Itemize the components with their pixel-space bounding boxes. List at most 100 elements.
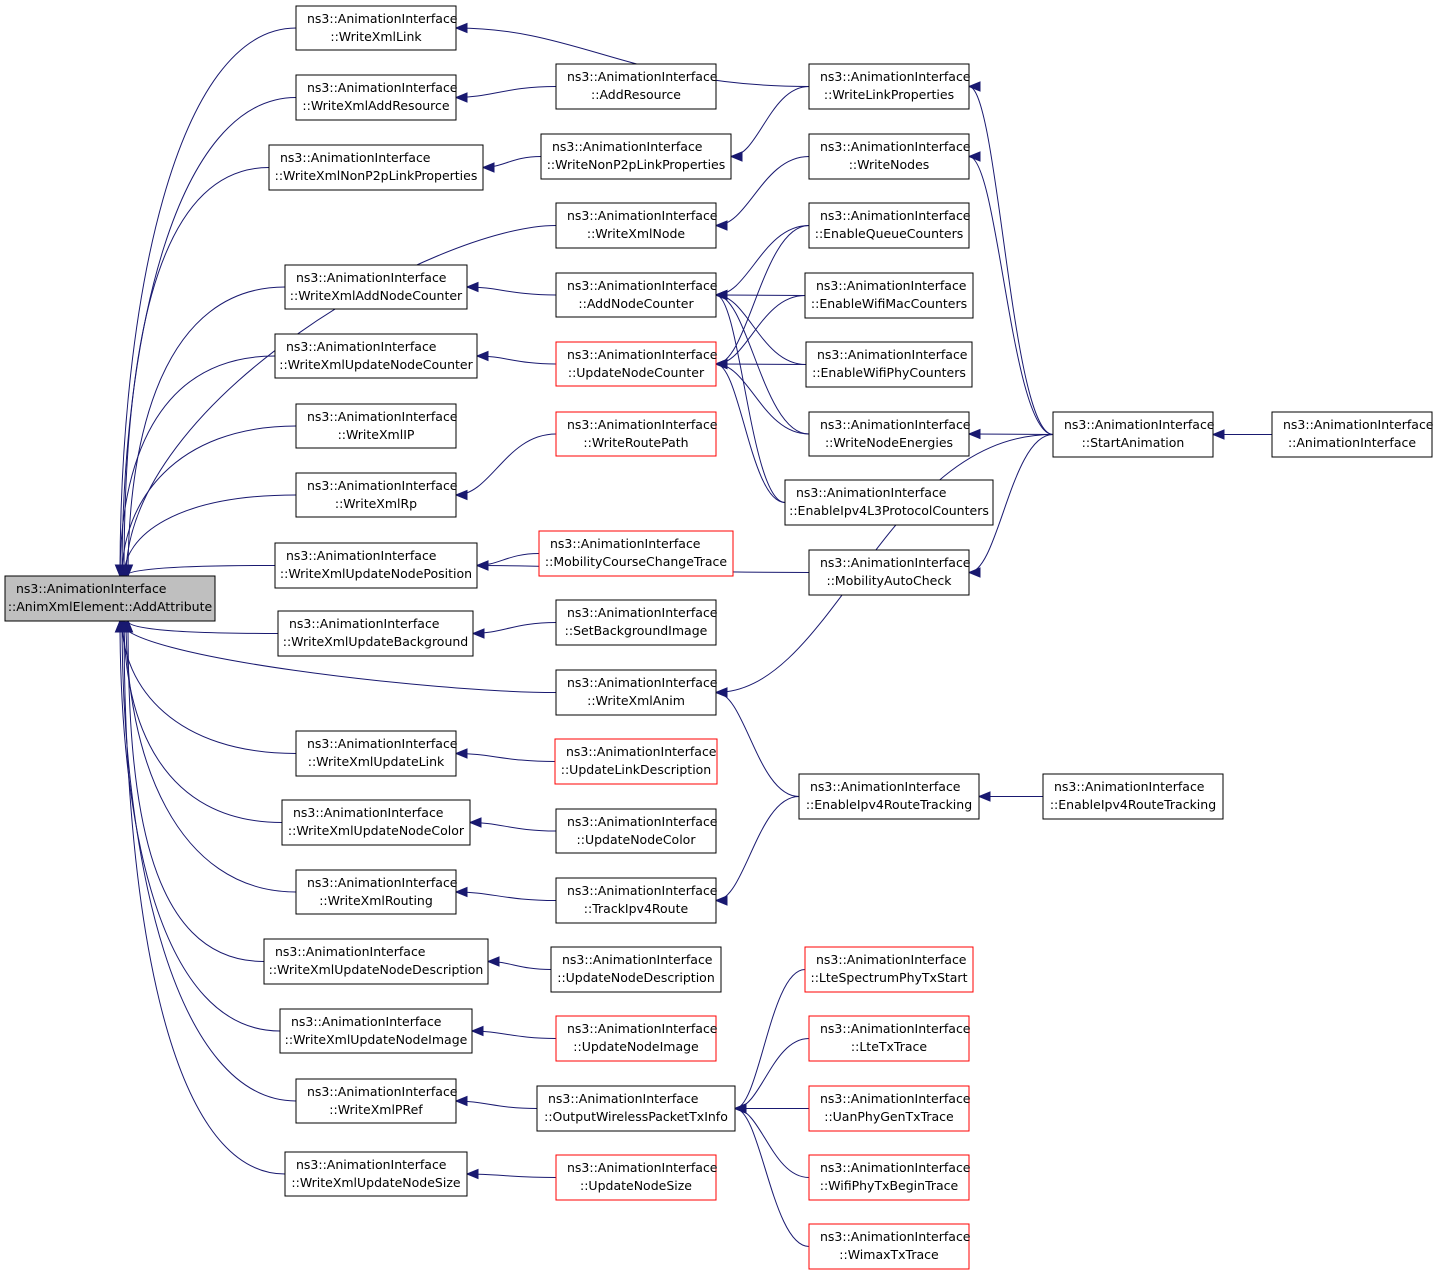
node-box-wx_addres[interactable] [295, 74, 457, 121]
node-box-uanphy[interactable] [808, 1085, 970, 1132]
node-enableipv4l3[interactable]: ns3::AnimationInterface::EnableIpv4L3Pro… [784, 479, 994, 526]
node-box-updatenodecounter[interactable] [555, 341, 717, 387]
node-wx_nonp2p[interactable]: ns3::AnimationInterface::WriteXmlNonP2pL… [268, 144, 484, 191]
node-box-updnodeimg[interactable] [555, 1015, 717, 1062]
node-wx_link[interactable]: ns3::AnimationInterface::WriteXmlLink [295, 5, 458, 51]
node-outputwireless[interactable]: ns3::AnimationInterface::OutputWirelessP… [536, 1085, 736, 1132]
node-box-wx_updnodecounter[interactable] [274, 333, 478, 379]
node-box-wx_updlink[interactable] [295, 730, 457, 777]
node-wifiphytx[interactable]: ns3::AnimationInterface::WifiPhyTxBeginT… [808, 1154, 971, 1201]
node-box-enablewifimac[interactable] [804, 272, 974, 319]
node-box-animinterface[interactable] [1271, 411, 1433, 458]
node-box-setbg[interactable] [555, 599, 717, 646]
node-box-writenodeenergies[interactable] [808, 411, 970, 457]
node-box-addnodecounter[interactable] [555, 272, 717, 318]
node-wx_updnodecounter[interactable]: ns3::AnimationInterface::WriteXmlUpdateN… [274, 333, 478, 379]
node-updatenodecounter[interactable]: ns3::AnimationInterface::UpdateNodeCount… [555, 341, 718, 387]
node-box-addattr[interactable] [4, 575, 216, 622]
node-wx_updbg[interactable]: ns3::AnimationInterface::WriteXmlUpdateB… [277, 610, 474, 657]
node-enablewifiphy[interactable]: ns3::AnimationInterface::EnableWifiPhyCo… [805, 341, 973, 388]
node-box-mobcourse[interactable] [538, 530, 734, 577]
node-box-wx_routing[interactable] [295, 869, 457, 915]
node-ltetx[interactable]: ns3::AnimationInterface::LteTxTrace [808, 1015, 971, 1062]
node-box-wx_link[interactable] [295, 5, 457, 51]
node-updlinkdesc[interactable]: ns3::AnimationInterface::UpdateLinkDescr… [554, 738, 718, 785]
node-box-updnodedesc[interactable] [550, 946, 722, 993]
node-writexmlnode[interactable]: ns3::AnimationInterface::WriteXmlNode [555, 202, 718, 249]
node-box-wx_pref[interactable] [295, 1078, 457, 1124]
node-box-trackipv4[interactable] [555, 877, 717, 924]
node-box-writeroutepath[interactable] [555, 411, 717, 457]
node-animinterface[interactable]: ns3::AnimationInterface::AnimationInterf… [1271, 411, 1434, 458]
node-updnodedesc[interactable]: ns3::AnimationInterface::UpdateNodeDescr… [550, 946, 722, 993]
node-writenodes[interactable]: ns3::AnimationInterface::WriteNodes [808, 133, 971, 180]
node-writeroutepath[interactable]: ns3::AnimationInterface::WriteRoutePath [555, 411, 718, 457]
node-box-ltespectrum[interactable] [804, 946, 974, 993]
node-box-wx_ip[interactable] [295, 403, 457, 449]
node-wx_updnodeimg[interactable]: ns3::AnimationInterface::WriteXmlUpdateN… [279, 1008, 473, 1054]
node-wimaxtx[interactable]: ns3::AnimationInterface::WimaxTxTrace [808, 1223, 971, 1270]
node-wx_ip[interactable]: ns3::AnimationInterface::WriteXmlIP [295, 403, 458, 449]
node-wx_updlink[interactable]: ns3::AnimationInterface::WriteXmlUpdateL… [295, 730, 458, 777]
node-box-ltetx[interactable] [808, 1015, 970, 1062]
node-wx_updnodedesc[interactable]: ns3::AnimationInterface::WriteXmlUpdateN… [263, 938, 489, 985]
node-enableipv4rt_mid[interactable]: ns3::AnimationInterface::EnableIpv4Route… [798, 773, 980, 820]
node-startanim[interactable]: ns3::AnimationInterface::StartAnimation [1052, 411, 1215, 458]
node-writenonp2p[interactable]: ns3::AnimationInterface::WriteNonP2pLink… [540, 133, 732, 180]
node-box-wx_rp[interactable] [295, 472, 457, 518]
node-box-wifiphytx[interactable] [808, 1154, 970, 1201]
node-ltespectrum[interactable]: ns3::AnimationInterface::LteSpectrumPhyT… [804, 946, 974, 993]
node-writenodeenergies[interactable]: ns3::AnimationInterface::WriteNodeEnergi… [808, 411, 971, 457]
node-addattr[interactable]: ns3::AnimationInterface::AnimXmlElement:… [4, 575, 216, 622]
node-enableipv4rt_right[interactable]: ns3::AnimationInterface::EnableIpv4Route… [1042, 773, 1224, 820]
node-addresource[interactable]: ns3::AnimationInterface::AddResource [555, 63, 718, 110]
node-uanphy[interactable]: ns3::AnimationInterface::UanPhyGenTxTrac… [808, 1085, 971, 1132]
node-box-writexmlanim[interactable] [555, 669, 717, 716]
node-box-addresource[interactable] [555, 63, 717, 110]
node-box-enableipv4rt_right[interactable] [1042, 773, 1224, 820]
node-box-enablequeue[interactable] [808, 202, 970, 249]
node-wx_updnodepos[interactable]: ns3::AnimationInterface::WriteXmlUpdateN… [274, 542, 478, 589]
node-wx_updnodesize[interactable]: ns3::AnimationInterface::WriteXmlUpdateN… [284, 1151, 468, 1197]
node-box-wx_updnodecolor[interactable] [281, 799, 471, 846]
node-mobautocheck[interactable]: ns3::AnimationInterface::MobilityAutoChe… [808, 549, 971, 596]
node-trackipv4[interactable]: ns3::AnimationInterface::TrackIpv4Route [555, 877, 718, 924]
node-wx_rp[interactable]: ns3::AnimationInterface::WriteXmlRp [295, 472, 458, 518]
node-writexmlanim[interactable]: ns3::AnimationInterface::WriteXmlAnim [555, 669, 718, 716]
node-writelinkprops[interactable]: ns3::AnimationInterface::WriteLinkProper… [808, 63, 971, 110]
node-box-wx_updbg[interactable] [277, 610, 474, 657]
node-updnodecolor[interactable]: ns3::AnimationInterface::UpdateNodeColor [555, 808, 718, 854]
node-box-wimaxtx[interactable] [808, 1223, 970, 1270]
node-mobcourse[interactable]: ns3::AnimationInterface::MobilityCourseC… [538, 530, 734, 577]
node-box-writenonp2p[interactable] [540, 133, 732, 180]
node-box-updnodesize[interactable] [555, 1154, 717, 1201]
node-box-writenodes[interactable] [808, 133, 970, 180]
node-box-writexmlnode[interactable] [555, 202, 717, 249]
node-box-updlinkdesc[interactable] [554, 738, 718, 785]
node-box-wx_updnodepos[interactable] [274, 542, 478, 589]
node-wx_addres[interactable]: ns3::AnimationInterface::WriteXmlAddReso… [295, 74, 458, 121]
node-wx_routing[interactable]: ns3::AnimationInterface::WriteXmlRouting [295, 869, 458, 915]
node-box-wx_addnodecounter[interactable] [284, 264, 468, 310]
node-wx_pref[interactable]: ns3::AnimationInterface::WriteXmlPRef [295, 1078, 458, 1124]
node-box-wx_updnodedesc[interactable] [263, 938, 489, 985]
node-box-wx_nonp2p[interactable] [268, 144, 484, 191]
node-box-wx_updnodesize[interactable] [284, 1151, 468, 1197]
node-enablequeue[interactable]: ns3::AnimationInterface::EnableQueueCoun… [808, 202, 971, 249]
node-setbg[interactable]: ns3::AnimationInterface::SetBackgroundIm… [555, 599, 718, 646]
node-updnodeimg[interactable]: ns3::AnimationInterface::UpdateNodeImage [555, 1015, 718, 1062]
node-wx_updnodecolor[interactable]: ns3::AnimationInterface::WriteXmlUpdateN… [281, 799, 471, 846]
node-box-mobautocheck[interactable] [808, 549, 970, 596]
node-box-enableipv4rt_mid[interactable] [798, 773, 980, 820]
node-box-updnodecolor[interactable] [555, 808, 717, 854]
node-addnodecounter[interactable]: ns3::AnimationInterface::AddNodeCounter [555, 272, 718, 318]
node-box-startanim[interactable] [1052, 411, 1214, 458]
node-box-wx_updnodeimg[interactable] [279, 1008, 473, 1054]
node-box-writelinkprops[interactable] [808, 63, 970, 110]
node-enablewifimac[interactable]: ns3::AnimationInterface::EnableWifiMacCo… [804, 272, 974, 319]
node-box-enablewifiphy[interactable] [805, 341, 973, 388]
node-box-enableipv4l3[interactable] [784, 479, 994, 526]
node-box-outputwireless[interactable] [536, 1085, 736, 1132]
node-wx_addnodecounter[interactable]: ns3::AnimationInterface::WriteXmlAddNode… [284, 264, 468, 310]
node-updnodesize[interactable]: ns3::AnimationInterface::UpdateNodeSize [555, 1154, 718, 1201]
